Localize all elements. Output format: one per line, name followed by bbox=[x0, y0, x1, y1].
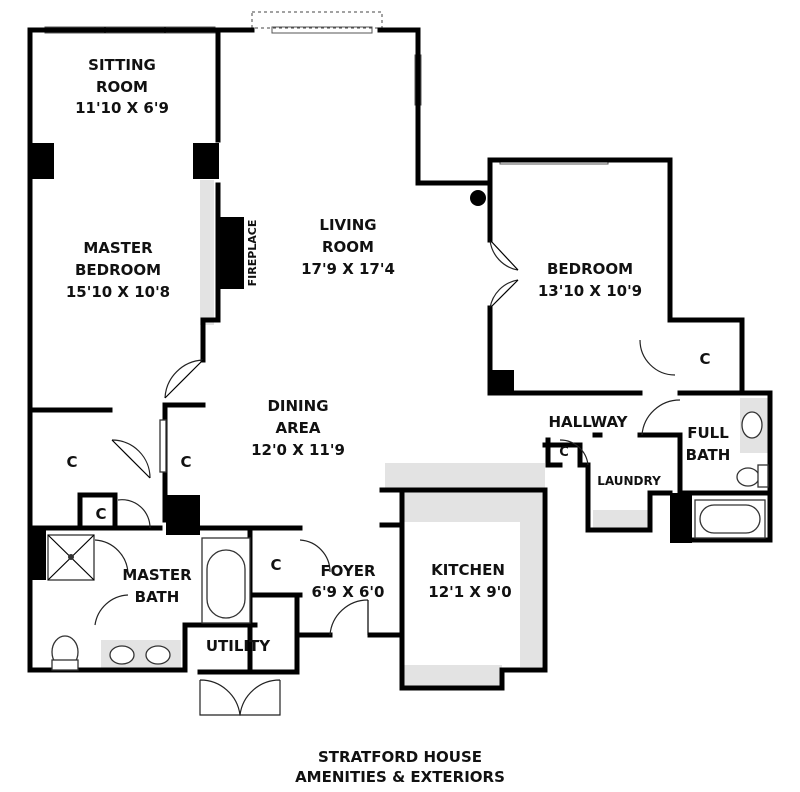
svg-text:BATH: BATH bbox=[686, 446, 731, 464]
closet-labels: C C C C C C bbox=[66, 350, 710, 574]
closet-label: C bbox=[559, 445, 569, 460]
master-bath-label: MASTER BATH bbox=[122, 566, 192, 606]
svg-text:15'10 X 10'8: 15'10 X 10'8 bbox=[66, 283, 170, 301]
sitting-room-label: SITTING ROOM 11'10 X 6'9 bbox=[75, 56, 169, 117]
svg-text:12'1 X 9'0: 12'1 X 9'0 bbox=[428, 583, 511, 601]
svg-text:MASTER: MASTER bbox=[122, 566, 192, 584]
svg-text:MASTER: MASTER bbox=[83, 239, 153, 257]
closet-label: C bbox=[699, 350, 710, 368]
bedroom-label: BEDROOM 13'10 X 10'9 bbox=[538, 260, 642, 300]
footer-title: STRATFORD HOUSE bbox=[317, 748, 483, 766]
door-swings bbox=[94, 239, 681, 716]
svg-text:ROOM: ROOM bbox=[96, 78, 148, 96]
svg-text:SITTING: SITTING bbox=[88, 56, 156, 74]
fixtures bbox=[47, 411, 769, 671]
foyer-label: FOYER 6'9 X 6'0 bbox=[312, 562, 385, 601]
svg-text:DINING: DINING bbox=[267, 397, 328, 415]
laundry-label: LAUNDRY bbox=[597, 474, 661, 488]
svg-text:FOYER: FOYER bbox=[320, 562, 376, 580]
footer-subtitle: AMENITIES & EXTERIORS bbox=[295, 768, 505, 786]
svg-text:6'9 X 6'0: 6'9 X 6'0 bbox=[312, 583, 385, 601]
svg-text:AREA: AREA bbox=[275, 419, 320, 437]
svg-text:17'9 X 17'4: 17'9 X 17'4 bbox=[301, 260, 395, 278]
svg-text:BEDROOM: BEDROOM bbox=[75, 261, 161, 279]
closet-label: C bbox=[95, 505, 106, 523]
pillars bbox=[28, 143, 692, 580]
svg-text:LIVING: LIVING bbox=[319, 216, 376, 234]
svg-text:11'10 X 6'9: 11'10 X 6'9 bbox=[75, 99, 169, 117]
closet-label: C bbox=[270, 556, 281, 574]
svg-text:12'0 X 11'9: 12'0 X 11'9 bbox=[251, 441, 345, 459]
dining-area-label: DINING AREA 12'0 X 11'9 bbox=[251, 397, 345, 459]
svg-text:ROOM: ROOM bbox=[322, 238, 374, 256]
fireplace-label: FIREPLACE bbox=[246, 220, 259, 287]
living-room-label: LIVING ROOM 17'9 X 17'4 bbox=[301, 216, 395, 278]
walls bbox=[27, 27, 773, 691]
utility-label: UTILITY bbox=[206, 637, 271, 655]
counters bbox=[101, 180, 768, 687]
svg-text:BATH: BATH bbox=[135, 588, 180, 606]
closet-label: C bbox=[180, 453, 191, 471]
svg-text:BEDROOM: BEDROOM bbox=[547, 260, 633, 278]
svg-text:KITCHEN: KITCHEN bbox=[431, 561, 505, 579]
svg-text:13'10 X 10'9: 13'10 X 10'9 bbox=[538, 282, 642, 300]
kitchen-label: KITCHEN 12'1 X 9'0 bbox=[428, 561, 511, 601]
hallway-label: HALLWAY bbox=[548, 413, 628, 431]
full-bath-label: FULL BATH bbox=[686, 424, 731, 464]
svg-text:FULL: FULL bbox=[687, 424, 729, 442]
master-bedroom-label: MASTER BEDROOM 15'10 X 10'8 bbox=[66, 239, 170, 301]
closet-label: C bbox=[66, 453, 77, 471]
